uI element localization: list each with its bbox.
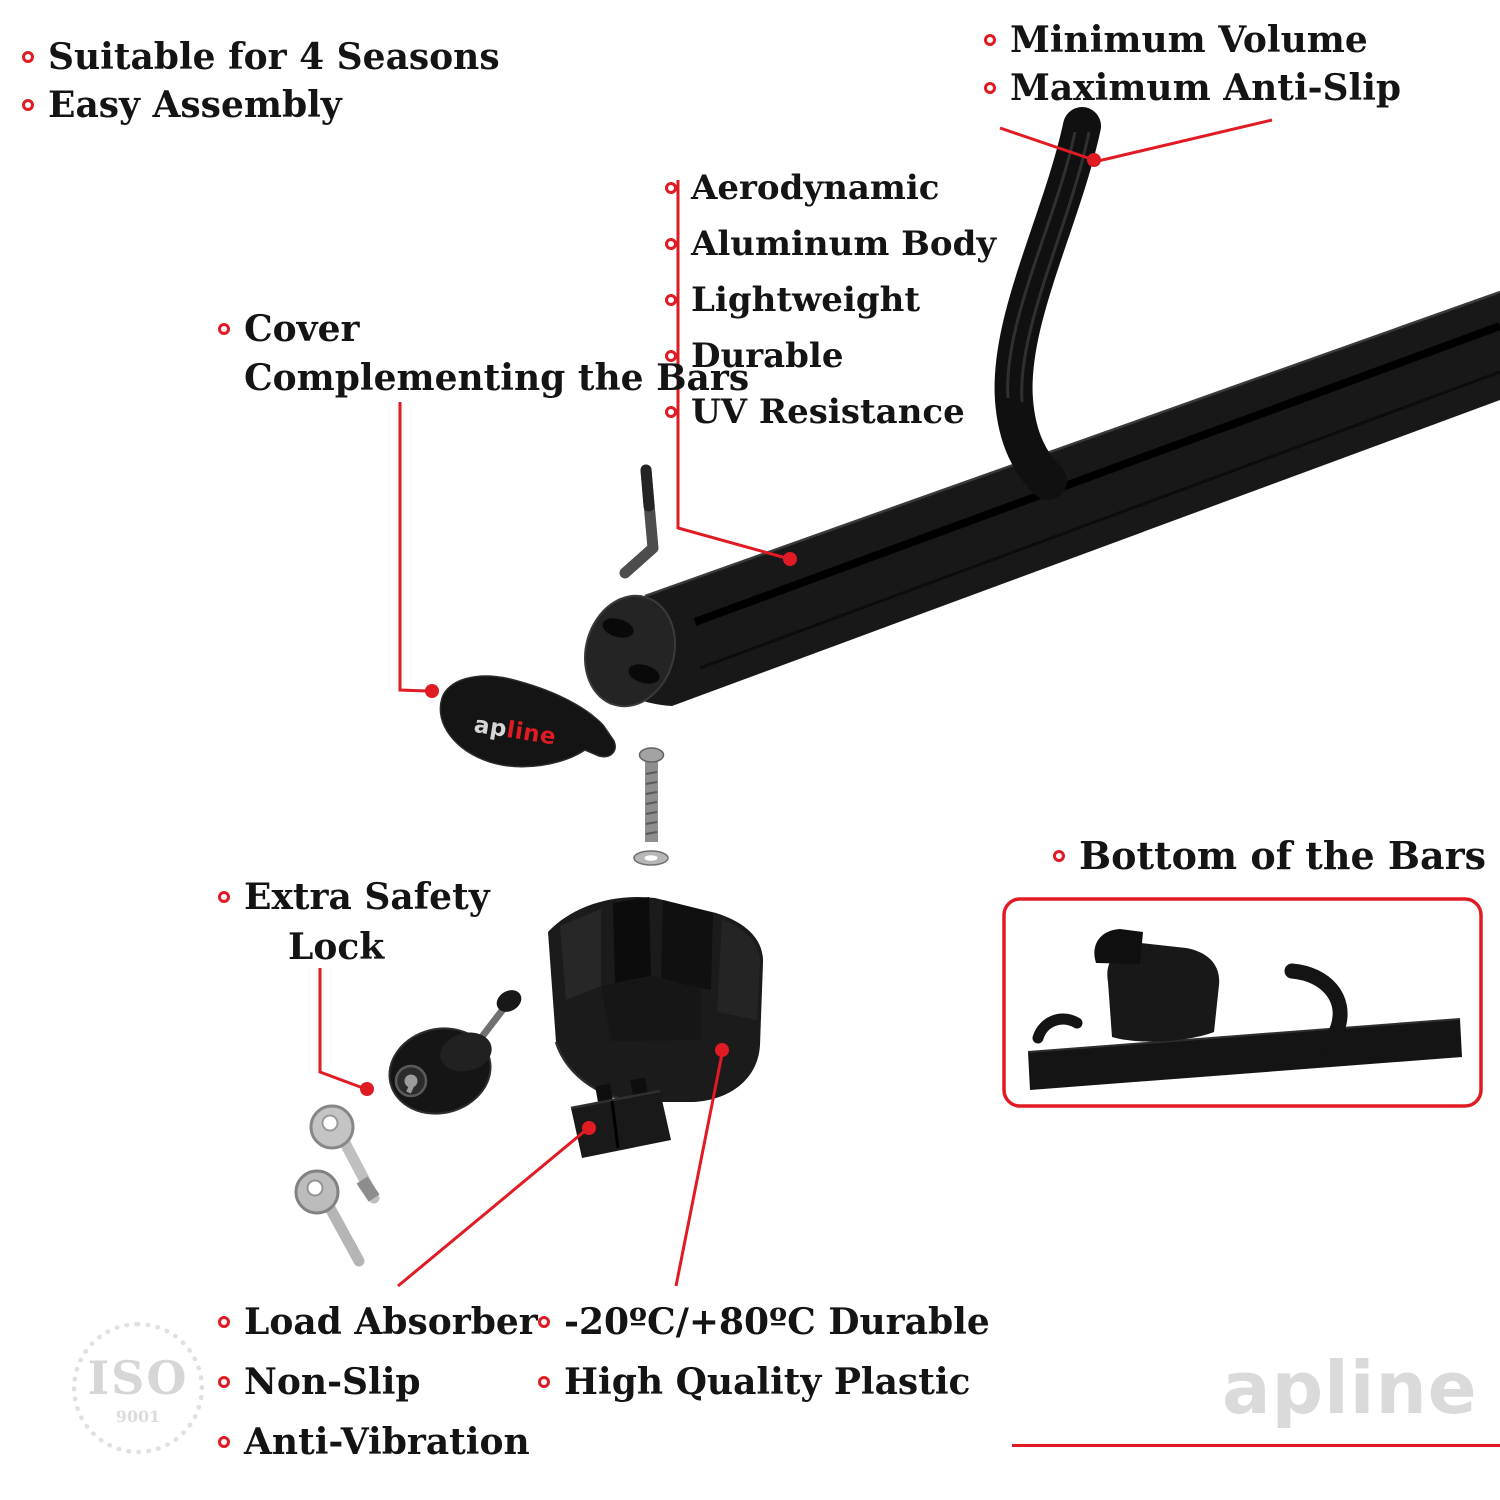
iso-ring-icon <box>72 1322 204 1454</box>
feature-item: UV Resistance <box>665 384 996 440</box>
bullet-icon <box>538 1376 550 1388</box>
feature-item: Easy Assembly <box>22 81 500 129</box>
cover-callout-line1: Cover <box>218 308 749 350</box>
cover-label: Cover <box>244 308 360 350</box>
bullet-icon <box>218 323 230 335</box>
bolt-illustration <box>633 747 669 866</box>
feature-label: Durable <box>691 336 844 376</box>
feature-label: Non-Slip <box>244 1361 421 1403</box>
feature-label: High Quality Plastic <box>564 1361 971 1403</box>
leader-dots <box>360 153 1101 1135</box>
bottom-left-feature-list: Load Absorber Non-Slip Anti-Vibration <box>218 1292 538 1472</box>
top-left-feature-list: Suitable for 4 Seasons Easy Assembly <box>22 33 500 129</box>
brand-watermark: apline <box>1222 1346 1478 1430</box>
bullet-icon <box>984 34 996 46</box>
load-absorber-illustration <box>570 1077 671 1158</box>
bullet-icon <box>218 1316 230 1328</box>
cover-callout: Cover Complementing the Bars <box>218 308 749 399</box>
safety-label-line2: Lock <box>288 926 385 968</box>
feature-label: -20ºC/+80ºC Durable <box>564 1301 990 1343</box>
safety-callout-line1: Extra Safety <box>218 876 490 918</box>
bullet-icon <box>1053 849 1065 862</box>
feature-label: UV Resistance <box>691 392 965 432</box>
feature-label: Anti-Vibration <box>244 1421 530 1463</box>
iso-number: 9001 <box>115 1406 161 1426</box>
cover-label-line2: Complementing the Bars <box>244 357 750 399</box>
feature-item: Durable <box>665 328 996 384</box>
feature-item: Lightweight <box>665 272 996 328</box>
bottom-of-bars-box <box>1002 897 1483 1108</box>
feature-label: Easy Assembly <box>48 84 342 126</box>
feature-item: Suitable for 4 Seasons <box>22 33 500 81</box>
feature-item: Load Absorber <box>218 1292 538 1352</box>
feature-label: Lightweight <box>691 280 921 320</box>
feature-item: Non-Slip <box>218 1352 538 1412</box>
leader-lines <box>318 118 1273 1288</box>
bullet-icon <box>22 99 34 111</box>
feature-item: Maximum Anti-Slip <box>984 64 1401 112</box>
keys-illustration <box>294 1104 380 1267</box>
feature-label: Maximum Anti-Slip <box>1010 67 1402 109</box>
feature-label: Load Absorber <box>244 1301 538 1343</box>
safety-lock-callout: Extra Safety Lock <box>218 876 490 968</box>
iso-watermark: ISO 9001 <box>72 1322 204 1454</box>
bullet-icon <box>218 1436 230 1448</box>
cover-cap-illustration: apline <box>439 675 616 768</box>
feature-label: Suitable for 4 Seasons <box>48 36 500 78</box>
brand-underline <box>1012 1444 1500 1447</box>
bar-feature-list: Aerodynamic Aluminum Body Lightweight Du… <box>665 160 996 440</box>
feature-label: Minimum Volume <box>1010 19 1368 61</box>
bullet-icon <box>218 1376 230 1388</box>
bullet-icon <box>538 1316 550 1328</box>
top-right-feature-list: Minimum Volume Maximum Anti-Slip <box>984 16 1401 112</box>
feature-item: High Quality Plastic <box>538 1352 990 1412</box>
bullet-icon <box>665 406 677 418</box>
feature-item: Anti-Vibration <box>218 1412 538 1472</box>
brand-part1: ap <box>472 712 509 743</box>
bullet-icon <box>984 82 996 94</box>
rubber-strip-illustration <box>994 107 1101 500</box>
feature-item: -20ºC/+80ºC Durable <box>538 1292 990 1352</box>
feature-item: Aluminum Body <box>665 216 996 272</box>
feature-item: Aerodynamic <box>665 160 996 216</box>
feature-label: Aerodynamic <box>691 168 940 208</box>
bottom-bars-label: Bottom of the Bars <box>1079 833 1487 878</box>
bottom-bars-heading: Bottom of the Bars <box>1053 833 1486 878</box>
feature-label: Aluminum Body <box>691 224 997 264</box>
foot-clamp-illustration <box>548 896 764 1104</box>
bullet-icon <box>22 51 34 63</box>
bullet-icon <box>665 350 677 362</box>
bullet-icon <box>665 238 677 250</box>
bullet-icon <box>665 294 677 306</box>
bullet-icon <box>665 182 677 194</box>
iso-label: ISO <box>87 1350 189 1405</box>
safety-lock-illustration <box>388 990 522 1115</box>
bullet-icon <box>218 891 230 903</box>
allen-key-icon <box>619 464 659 579</box>
bottom-center-feature-list: -20ºC/+80ºC Durable High Quality Plastic <box>538 1292 990 1412</box>
safety-label: Extra Safety <box>244 876 490 918</box>
feature-item: Minimum Volume <box>984 16 1401 64</box>
